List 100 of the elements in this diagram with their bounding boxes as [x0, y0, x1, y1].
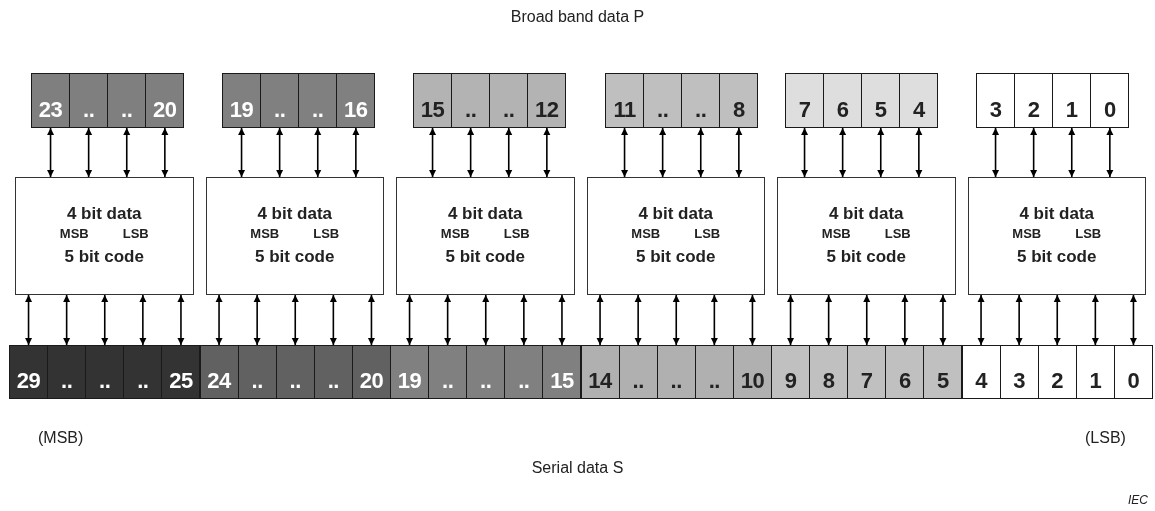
bit-number: 20 — [359, 370, 384, 392]
bit-cell — [260, 73, 300, 128]
bit-number: 19 — [397, 370, 422, 392]
bit-cell — [313, 345, 353, 399]
bit-number: 4 — [912, 99, 925, 121]
double-arrow — [787, 294, 795, 346]
double-arrow — [877, 127, 885, 178]
double-arrow — [901, 294, 909, 346]
double-arrow — [621, 127, 629, 178]
double-arrow — [63, 294, 71, 346]
bit-number: 16 — [344, 99, 368, 121]
double-arrow — [1129, 294, 1137, 346]
bit-cell — [351, 345, 391, 399]
bit-number: .. — [121, 99, 133, 121]
double-arrow — [314, 127, 322, 178]
bit-number: .. — [632, 370, 644, 392]
encoder-box — [205, 177, 384, 295]
lsb-label: LSB — [1075, 225, 1102, 242]
double-arrow — [1068, 127, 1076, 178]
bit-number: 7 — [860, 370, 873, 392]
bit-cell — [618, 345, 658, 399]
box-heading: 4 bit data — [447, 204, 523, 225]
double-arrow — [177, 294, 185, 346]
bit-number: 20 — [153, 99, 177, 121]
double-arrow — [406, 294, 414, 346]
bit-number: 1 — [1089, 370, 1102, 392]
encoder-box — [396, 177, 575, 295]
diagram-label: Serial data S — [530, 459, 625, 477]
bit-cell — [199, 345, 239, 399]
box-subheading: 5 bit code — [255, 247, 335, 268]
double-arrow — [1015, 294, 1023, 346]
bit-number: 14 — [588, 370, 612, 392]
bit-number: .. — [708, 370, 720, 392]
bit-cell — [107, 73, 147, 128]
bit-number: .. — [274, 99, 286, 121]
bit-cell — [1090, 73, 1130, 128]
bit-cell — [923, 345, 963, 399]
bit-number: 9 — [784, 370, 797, 392]
bit-cell — [861, 73, 901, 128]
double-arrow — [839, 127, 847, 178]
bit-number: 15 — [550, 370, 574, 392]
bit-cell — [145, 73, 185, 128]
bit-cell — [694, 345, 734, 399]
msb-label: MSB — [1012, 225, 1042, 242]
double-arrow — [748, 294, 756, 346]
bit-number: .. — [61, 370, 73, 392]
double-arrow — [520, 294, 528, 346]
encoder-box — [777, 177, 956, 295]
box-heading: 4 bit data — [1019, 204, 1095, 225]
box-subheading: 5 bit code — [1017, 247, 1097, 268]
bit-cell — [390, 345, 430, 399]
bit-cell — [643, 73, 683, 128]
lsb-label: LSB — [884, 225, 911, 242]
bit-number: 8 — [822, 370, 835, 392]
bit-number: .. — [465, 99, 477, 121]
bit-cell — [1052, 73, 1092, 128]
bit-cell — [1075, 345, 1115, 399]
double-arrow — [939, 294, 947, 346]
double-arrow — [596, 294, 604, 346]
bit-number: 0 — [1127, 370, 1140, 392]
double-arrow — [276, 127, 284, 178]
bit-number: 0 — [1103, 99, 1116, 121]
double-arrow — [215, 294, 223, 346]
double-arrow — [977, 294, 985, 346]
bit-number: 2 — [1027, 99, 1040, 121]
bit-cell — [961, 345, 1001, 399]
msb-label: MSB — [440, 225, 470, 242]
bit-cell — [47, 345, 87, 399]
bit-cell — [785, 73, 825, 128]
encoder-box — [586, 177, 765, 295]
bit-number: .. — [670, 370, 682, 392]
bit-cell — [69, 73, 109, 128]
bit-number: 25 — [169, 370, 193, 392]
bit-number: 11 — [613, 99, 636, 121]
bit-cell — [719, 73, 759, 128]
double-arrow — [1106, 127, 1114, 178]
box-subheading: 5 bit code — [64, 247, 144, 268]
double-arrow — [863, 294, 871, 346]
box-heading: 4 bit data — [638, 204, 714, 225]
bit-number: .. — [251, 370, 263, 392]
bit-number: 1 — [1065, 99, 1078, 121]
bit-cell — [275, 345, 315, 399]
bit-cell — [123, 345, 163, 399]
msb-label: MSB — [821, 225, 851, 242]
bit-number: 29 — [16, 370, 41, 392]
bit-cell — [504, 345, 544, 399]
bit-number: .. — [137, 370, 149, 392]
double-arrow — [352, 127, 360, 178]
bit-number: 10 — [740, 370, 765, 392]
bit-cell — [976, 73, 1016, 128]
box-heading: 4 bit data — [828, 204, 904, 225]
bit-number: 6 — [898, 370, 911, 392]
double-arrow — [101, 294, 109, 346]
bit-cell — [823, 73, 863, 128]
msb-label: MSB — [631, 225, 661, 242]
double-arrow — [467, 127, 475, 178]
bit-number: 3 — [1013, 370, 1025, 392]
double-arrow — [161, 127, 169, 178]
double-arrow — [47, 127, 55, 178]
bit-cell — [656, 345, 696, 399]
